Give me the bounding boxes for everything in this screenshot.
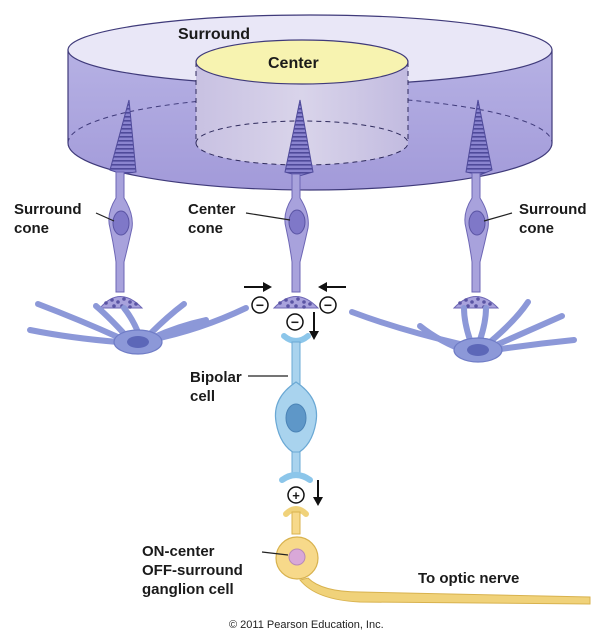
receptive-field-cylinder: Surround Center [67,14,553,191]
center-disc-top [195,39,409,85]
svg-text:−: − [291,314,299,330]
horizontal-cell-right [349,299,577,363]
svg-text:+: + [292,488,300,503]
inhibit-sign-right: − [319,296,337,314]
center-cone-label: Center cone [188,201,240,237]
surround-disc-label: Surround [178,26,250,43]
ganglion-cell-nucleus [288,548,306,566]
leader-lines [95,212,513,556]
optic-nerve-label: To optic nerve [418,570,519,587]
copyright: © 2011 Pearson Education, Inc. [229,619,384,631]
cone-left [98,99,144,309]
inhibit-sign-center: − [286,313,304,331]
cone-center [272,99,320,309]
cone-right-nucleus [468,210,486,236]
ganglion-cell [275,506,591,605]
cone-right [452,99,500,309]
surround-cone-left-label: Surround cone [14,201,86,237]
ganglion-cell-label: ON-center OFF-surround ganglion cell [142,543,247,598]
horizontal-cell-left [27,301,249,355]
horizontal-cell-left-nucleus [127,336,149,348]
cone-left-nucleus [112,210,130,236]
cone-center-nucleus [288,209,306,235]
arrow-right-inhibition [318,282,346,292]
horizontal-cell-right-nucleus [467,344,489,356]
arrow-left-inhibition [244,282,272,292]
optic-nerve-axon [299,577,591,605]
bipolar-cell [274,333,318,483]
svg-text:−: − [256,297,264,313]
arrow-down-ganglion [313,480,323,506]
bipolar-cell-nucleus [285,403,307,433]
inhibit-sign-left: − [251,296,269,314]
arrow-down-bipolar [309,312,319,340]
bipolar-cell-label: Bipolar cell [190,369,246,405]
svg-text:−: − [324,297,332,313]
excite-sign: + [287,486,305,504]
surround-cone-right-label: Surround cone [519,201,591,237]
center-disc-label: Center [268,55,319,72]
